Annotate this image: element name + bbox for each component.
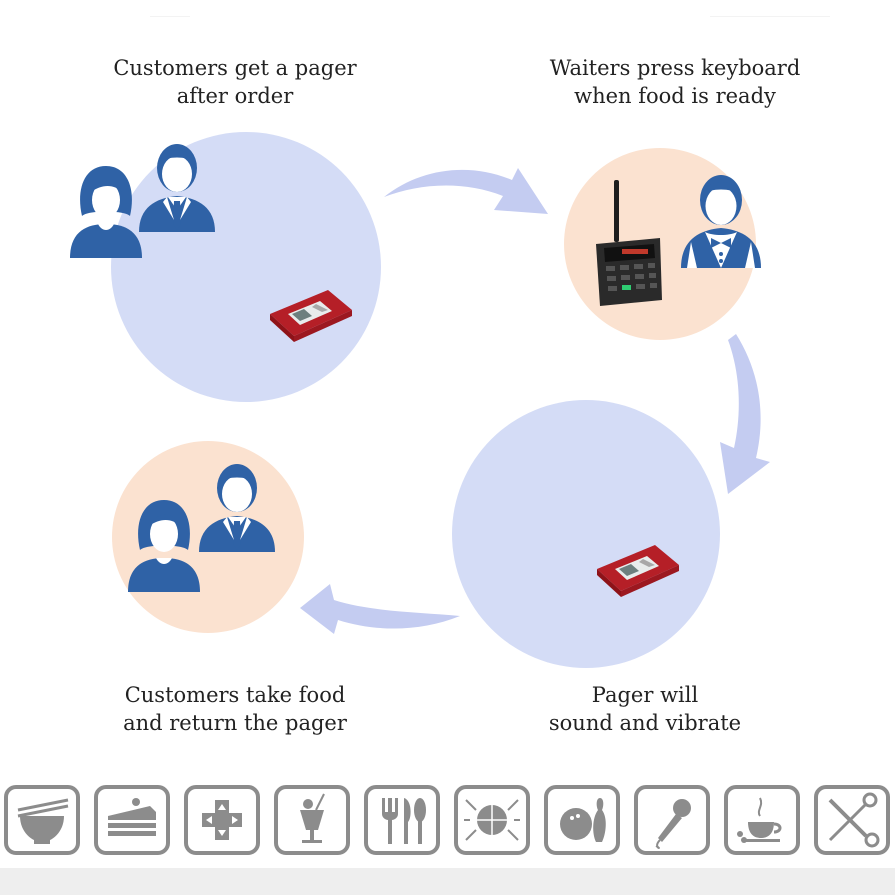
step1-circle <box>111 132 381 402</box>
step2-caption-line2: when food is ready <box>574 84 776 108</box>
cake-icon <box>94 785 170 855</box>
step3-caption-line2: and return the pager <box>123 711 347 735</box>
game-controller-icon <box>184 785 260 855</box>
step1-caption-line1: Customers get a pager <box>113 56 357 80</box>
arrow-step2-to-step4 <box>720 334 770 494</box>
step4-caption-line1: Pager will <box>591 683 699 707</box>
step4-caption: Pager will sound and vibrate <box>500 681 790 737</box>
cocktail-icon <box>274 785 350 855</box>
step3-caption: Customers take food and return the pager <box>85 681 385 737</box>
microphone-icon <box>634 785 710 855</box>
step2-caption-line1: Waiters press keyboard <box>549 56 801 80</box>
cutlery-icon <box>364 785 440 855</box>
step4-caption-line2: sound and vibrate <box>548 711 742 735</box>
keyboard-transmitter-icon <box>596 180 662 306</box>
arrow-step1-to-step2 <box>384 168 548 214</box>
arrow-step4-to-step3 <box>300 584 460 634</box>
bowling-icon <box>544 785 620 855</box>
venue-icon-bar <box>4 785 890 855</box>
coffee-cup-icon <box>724 785 800 855</box>
footer-strip <box>0 868 895 895</box>
top-divider-left <box>150 16 190 17</box>
step2-caption: Waiters press keyboard when food is read… <box>520 54 830 110</box>
step3-caption-line1: Customers take food <box>124 683 346 707</box>
disco-ball-icon <box>454 785 530 855</box>
scissors-comb-icon <box>814 785 890 855</box>
top-divider-right <box>710 16 830 17</box>
noodle-bowl-icon <box>4 785 80 855</box>
step1-caption: Customers get a pager after order <box>90 54 380 110</box>
step1-caption-line2: after order <box>176 84 294 108</box>
step4-circle <box>452 400 720 668</box>
